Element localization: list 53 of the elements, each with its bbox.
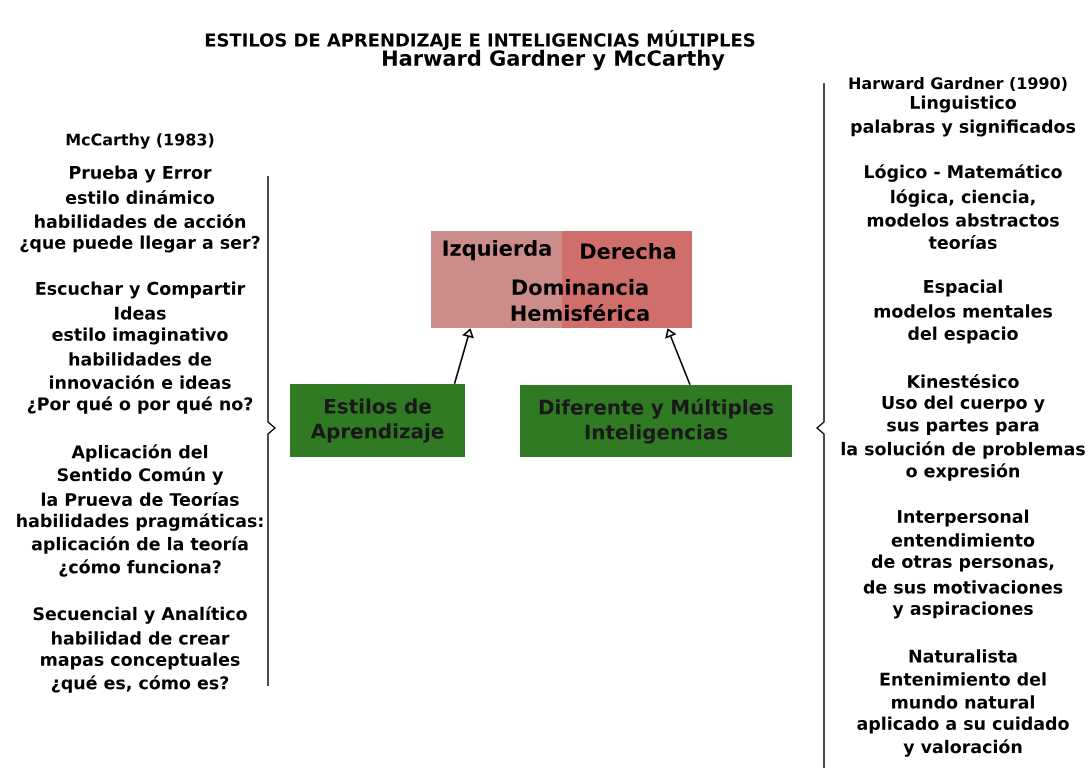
list-text: Secuencial y Analítico bbox=[33, 606, 247, 624]
list-text: Espacial bbox=[924, 279, 1002, 297]
list-text: Uso del cuerpo y bbox=[882, 395, 1045, 413]
column-heading: McCarthy (1983) bbox=[66, 133, 214, 149]
list-text: Naturalista bbox=[909, 649, 1017, 663]
arrow bbox=[665, 328, 691, 386]
subtitle: Harward Gardner y McCarthy bbox=[383, 49, 725, 71]
category-box: Estilos de Aprendizaje bbox=[290, 384, 465, 457]
list-text: de otras personas, bbox=[871, 554, 1054, 572]
list-text: ¿qué es, cómo es? bbox=[51, 675, 229, 693]
list-text: Entenimiento del bbox=[880, 672, 1046, 686]
list-text: estilo imaginativo bbox=[52, 327, 228, 345]
list-text: palabras y significados bbox=[851, 119, 1076, 137]
list-text: Prueba y Error bbox=[70, 165, 212, 183]
list-text: o expresión bbox=[906, 463, 1019, 481]
list-text: habilidad de crear bbox=[52, 631, 230, 645]
list-text: y valoración bbox=[903, 739, 1022, 757]
list-text: habilidades pragmáticas: bbox=[17, 513, 263, 531]
column-heading: Harward Gardner (1990) bbox=[849, 76, 1067, 92]
list-text: la solución de problemas bbox=[841, 441, 1085, 459]
category-box: Diferente y Múltiples Inteligencias bbox=[520, 385, 792, 457]
arrow bbox=[453, 328, 474, 385]
hemisphere-box: Izquierda Derecha Dominancia Hemisférica bbox=[431, 231, 692, 328]
list-text: ¿que puede llegar a ser? bbox=[20, 235, 260, 253]
list-text: mapas conceptuales bbox=[41, 652, 240, 670]
list-text: modelos abstractos bbox=[867, 213, 1059, 227]
list-text: Aplicación del bbox=[71, 444, 208, 462]
list-text: aplicación de la teoría bbox=[31, 536, 248, 554]
node-label: Derecha bbox=[581, 242, 676, 260]
list-text: de sus motivaciones bbox=[863, 580, 1063, 594]
list-text: habilidades de bbox=[69, 352, 212, 366]
list-text: Lógico - Matemático bbox=[865, 164, 1062, 182]
list-text: Sentido Común y bbox=[57, 467, 224, 485]
list-text: mundo natural bbox=[892, 695, 1034, 709]
list-text: Linguistico bbox=[910, 95, 1016, 113]
list-text: del espacio bbox=[908, 326, 1018, 344]
list-text: Ideas bbox=[115, 306, 166, 320]
list-text: lógica, ciencia, bbox=[891, 189, 1035, 207]
list-text: modelos mentales bbox=[874, 304, 1052, 318]
list-text: y aspiraciones bbox=[892, 601, 1033, 619]
list-text: sus partes para bbox=[887, 419, 1039, 435]
list-text: Kinestésico bbox=[908, 373, 1019, 389]
list-text: Interpersonal bbox=[898, 509, 1029, 527]
list-text: estilo dinámico bbox=[65, 189, 215, 205]
list-text: ¿cómo funciona? bbox=[59, 559, 221, 577]
list-text: innovación e ideas bbox=[50, 374, 231, 390]
list-text: habilidades de acción bbox=[35, 213, 246, 229]
list-text: entendimiento bbox=[891, 533, 1035, 547]
list-text: teorías bbox=[928, 234, 997, 250]
list-text: la Prueva de Teorías bbox=[41, 491, 239, 507]
list-text: ¿Por qué o por qué no? bbox=[27, 396, 253, 414]
list-text: Escuchar y Compartir bbox=[36, 281, 246, 299]
list-text: aplicado a su cuidado bbox=[857, 716, 1069, 734]
